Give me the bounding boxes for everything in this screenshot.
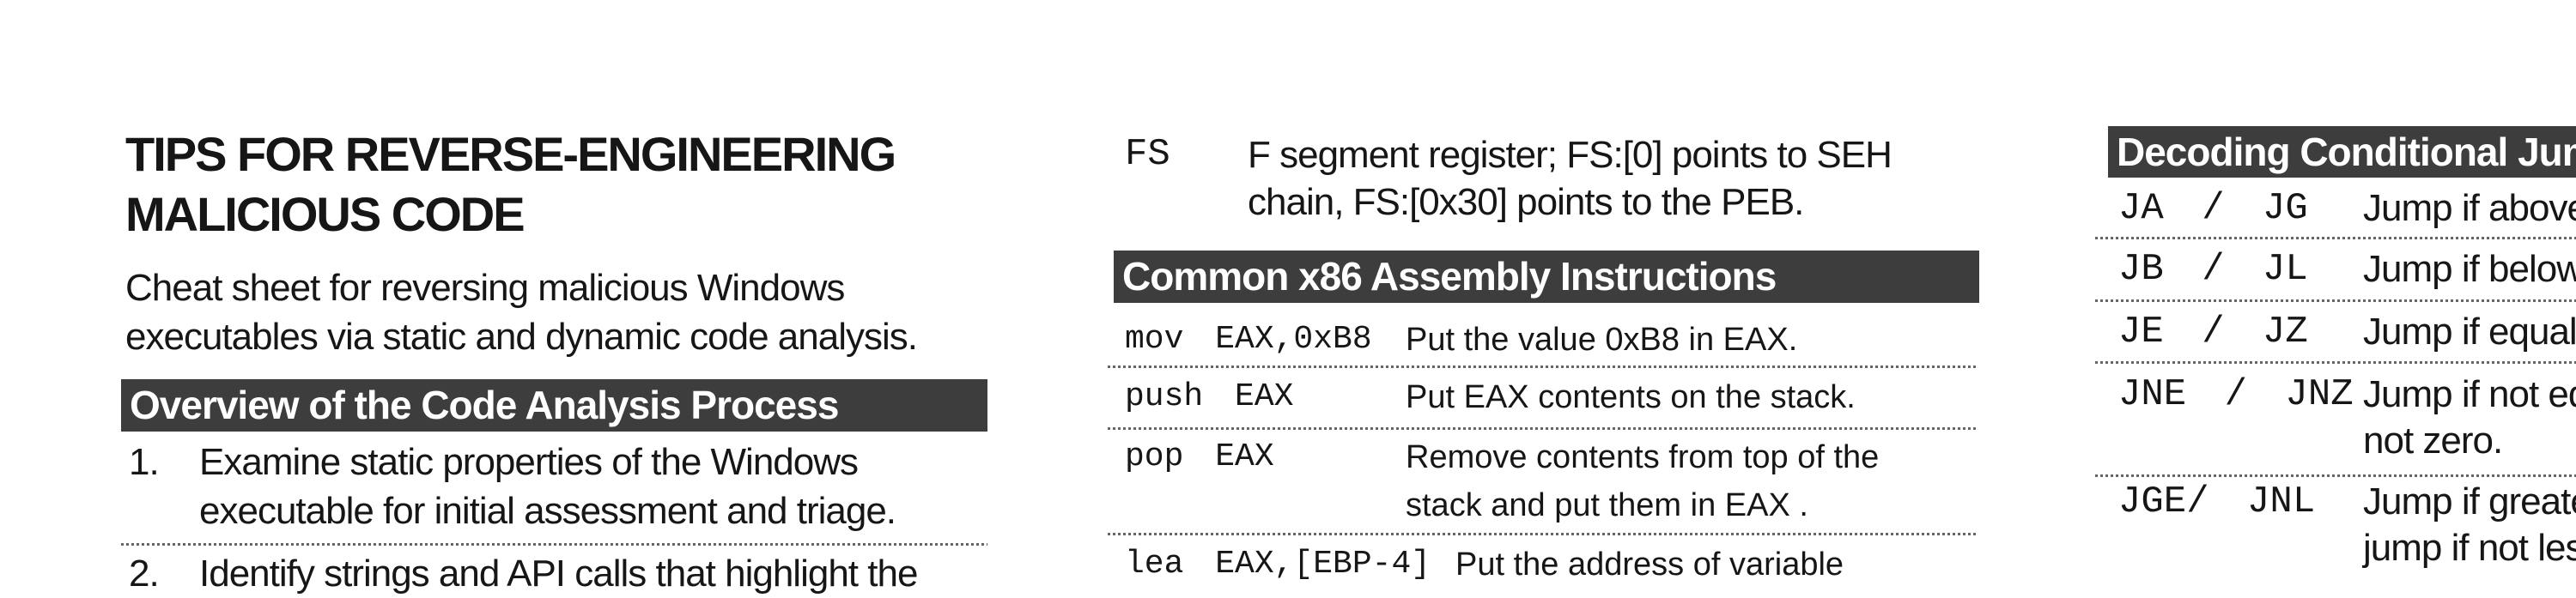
jump-desc-jge-jnl: Jump if greater or equal; same as jump i… bbox=[2363, 479, 2576, 571]
jump-row-separator bbox=[2095, 299, 2576, 302]
list-item-1: Examine static properties of the Windows… bbox=[199, 438, 896, 535]
asm-desc-lea: Put the address of variable bbox=[1455, 547, 1844, 583]
jump-term-ja-jg: JA / JG bbox=[2118, 187, 2308, 230]
intro-paragraph: Cheat sheet for reversing malicious Wind… bbox=[125, 263, 918, 361]
asm-term-lea: lea EAX,[EBP-4] bbox=[1125, 546, 1431, 583]
jump-desc-jne-jnz-line1: Jump if not equal; same as jump if bbox=[2363, 373, 2576, 415]
list-item-1-line2: executable for initial assessment and tr… bbox=[199, 490, 896, 532]
jump-term-jge-jnl: JGE/ JNL bbox=[2118, 480, 2316, 523]
jump-row-separator bbox=[2095, 237, 2576, 239]
asm-term-pop: pop EAX bbox=[1125, 438, 1274, 475]
register-desc-fs-line2: chain, FS:[0x30] points to the PEB. bbox=[1248, 181, 1804, 223]
register-desc-fs-line1: F segment register; FS:[0] points to SEH bbox=[1248, 134, 1893, 176]
list-item-2-line1: Identify strings and API calls that high… bbox=[199, 553, 918, 595]
list-item-1-line1: Examine static properties of the Windows bbox=[199, 441, 859, 483]
jump-desc-jge-jnl-line2: jump if not less. bbox=[2363, 527, 2576, 569]
jump-desc-jne-jnz: Jump if not equal; same as jump if not z… bbox=[2363, 371, 2576, 464]
list-item-2-number: 2. bbox=[129, 553, 160, 595]
page-title-line2: MALICIOUS CODE bbox=[125, 187, 526, 241]
asm-row-separator bbox=[1108, 427, 1977, 430]
list-item-2: Identify strings and API calls that high… bbox=[199, 549, 918, 598]
jump-term-jb-jl: JB / JL bbox=[2118, 248, 2308, 291]
jump-term-jne-jnz: JNE / JNZ bbox=[2118, 373, 2354, 416]
list-separator bbox=[121, 543, 987, 546]
jump-desc-jne-jnz-line2: not zero. bbox=[2363, 420, 2503, 462]
asm-term-push: push EAX bbox=[1125, 378, 1294, 415]
register-term-fs: FS bbox=[1125, 133, 1170, 176]
intro-line1: Cheat sheet for reversing malicious Wind… bbox=[125, 267, 845, 309]
jump-row-separator bbox=[2095, 474, 2576, 477]
intro-line2: executables via static and dynamic code … bbox=[125, 316, 918, 358]
section-header-overview: Overview of the Code Analysis Process bbox=[121, 379, 987, 432]
asm-row-separator bbox=[1108, 533, 1977, 535]
section-header-conditional-jumps: Decoding Conditional Jumps bbox=[2108, 126, 2576, 178]
asm-desc-pop: Remove contents from top of the stack an… bbox=[1406, 433, 1879, 529]
asm-desc-pop-line2: stack and put them in EAX . bbox=[1406, 487, 1808, 523]
page-title: TIPS FOR REVERSE-ENGINEERING MALICIOUS C… bbox=[125, 124, 896, 245]
asm-term-mov: mov EAX,0xB8 bbox=[1125, 321, 1372, 358]
jump-desc-jge-jnl-line1: Jump if greater or equal; same as bbox=[2363, 480, 2576, 522]
asm-desc-pop-line1: Remove contents from top of the bbox=[1406, 439, 1880, 475]
asm-desc-mov: Put the value 0xB8 in EAX. bbox=[1406, 322, 1798, 358]
section-header-assembly: Common x86 Assembly Instructions bbox=[1114, 251, 1979, 303]
register-desc-fs: F segment register; FS:[0] points to SEH… bbox=[1248, 131, 1893, 226]
jump-desc-je-jz: Jump if equal; same as jump if zero. bbox=[2363, 311, 2576, 353]
jump-term-je-jz: JE / JZ bbox=[2118, 311, 2308, 353]
asm-row-separator bbox=[1108, 365, 1977, 368]
jump-row-separator bbox=[2095, 361, 2576, 364]
asm-desc-push: Put EAX contents on the stack. bbox=[1406, 379, 1856, 415]
page-title-line1: TIPS FOR REVERSE-ENGINEERING bbox=[125, 127, 896, 181]
jump-desc-jb-jl: Jump if below/jump if less. bbox=[2363, 248, 2576, 290]
jump-desc-ja-jg: Jump if above/jump if greater. bbox=[2363, 187, 2576, 229]
list-item-1-number: 1. bbox=[129, 441, 160, 483]
